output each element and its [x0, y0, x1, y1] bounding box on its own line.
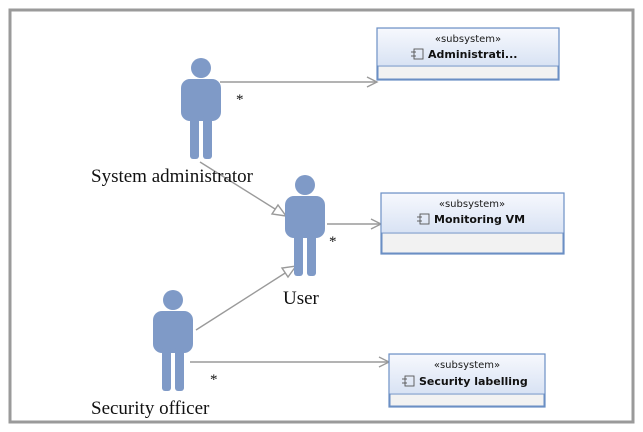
- generalization-arrowhead: [270, 203, 288, 217]
- component-icon: [411, 48, 424, 60]
- subsystem-stereotype: «subsystem»: [434, 360, 500, 371]
- generalization-officer-user: [195, 267, 294, 331]
- component-icon: [402, 375, 415, 387]
- multiplicity-officer: *: [210, 372, 218, 388]
- subsystem-stereotype: «subsystem»: [435, 34, 501, 45]
- actor-user[interactable]: User: [283, 175, 325, 309]
- actor-system-administrator[interactable]: System administrator: [91, 58, 254, 187]
- actor-figure-icon: [153, 290, 193, 391]
- subsystem-name: Security labelling: [419, 375, 528, 388]
- actor-figure-icon: [285, 175, 325, 276]
- actor-label: User: [283, 288, 320, 309]
- subsystem-security-labelling[interactable]: «subsystem» Security labelling: [388, 353, 546, 408]
- subsystem-name: Monitoring VM: [434, 213, 525, 226]
- actor-security-officer[interactable]: Security officer: [91, 290, 210, 419]
- subsystem-administration[interactable]: «subsystem» Administrati...: [376, 27, 560, 81]
- subsystem-name: Administrati...: [428, 48, 517, 61]
- multiplicity-admin: *: [236, 92, 244, 108]
- subsystem-stereotype: «subsystem»: [439, 199, 505, 210]
- generalization-arrowhead: [280, 265, 298, 279]
- association-arrowhead: [366, 76, 379, 88]
- actor-figure-icon: [181, 58, 221, 159]
- generalization-admin-user: [199, 161, 284, 215]
- subsystem-monitoring-vm[interactable]: «subsystem» Monitoring VM: [380, 192, 565, 255]
- component-icon: [417, 213, 430, 225]
- actor-label: System administrator: [91, 166, 254, 187]
- actor-label: Security officer: [91, 398, 210, 419]
- multiplicity-user: *: [329, 234, 337, 250]
